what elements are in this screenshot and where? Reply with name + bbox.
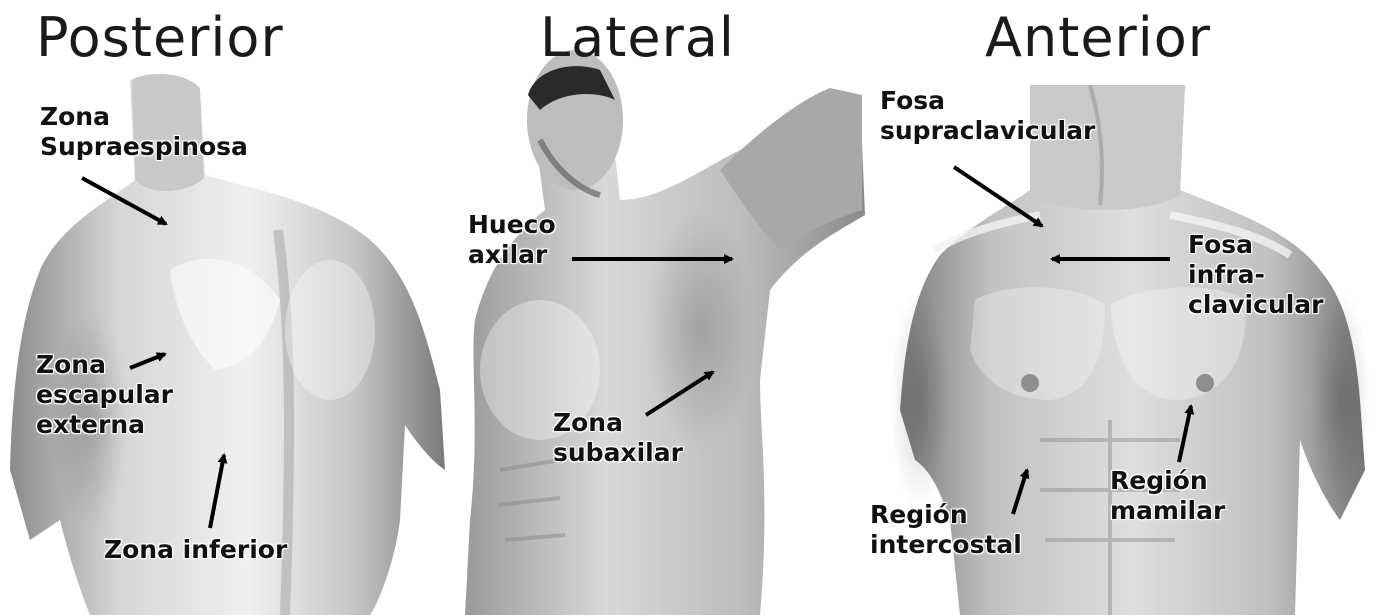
label-line: Zona [40,102,248,132]
label-zona-supraespinosa: Zona Supraespinosa [40,102,248,162]
label-line: Región [1110,466,1225,496]
label-fosa-infraclavicular: Fosa infra- clavicular [1188,230,1324,320]
title-lateral: Lateral [540,6,735,69]
lateral-torso [465,50,865,615]
label-line: subaxilar [553,438,683,468]
label-region-mamilar: Región mamilar [1110,466,1225,526]
label-line: externa [36,410,173,440]
label-line: supraclavicular [880,116,1095,146]
label-line: Zona [36,350,173,380]
label-line: Fosa [880,86,1095,116]
label-region-intercostal: Región intercostal [870,500,1022,560]
label-hueco-axilar: Hueco axilar [468,210,556,270]
label-line: Supraespinosa [40,132,248,162]
title-posterior: Posterior [36,6,284,69]
label-line: axilar [468,240,556,270]
label-line: Fosa [1188,230,1324,260]
title-anterior: Anterior [985,6,1211,69]
label-line: Hueco [468,210,556,240]
label-line: clavicular [1188,290,1324,320]
label-zona-escapular-externa: Zona escapular externa [36,350,173,440]
label-line: Región [870,500,1022,530]
label-line: infra- [1188,260,1324,290]
label-line: Zona [553,408,683,438]
label-line: escapular [36,380,173,410]
label-zona-subaxilar: Zona subaxilar [553,408,683,468]
label-line: Zona inferior [104,535,287,565]
label-zona-inferior: Zona inferior [104,535,287,565]
label-fosa-supraclavicular: Fosa supraclavicular [880,86,1095,146]
label-line: intercostal [870,530,1022,560]
label-line: mamilar [1110,496,1225,526]
